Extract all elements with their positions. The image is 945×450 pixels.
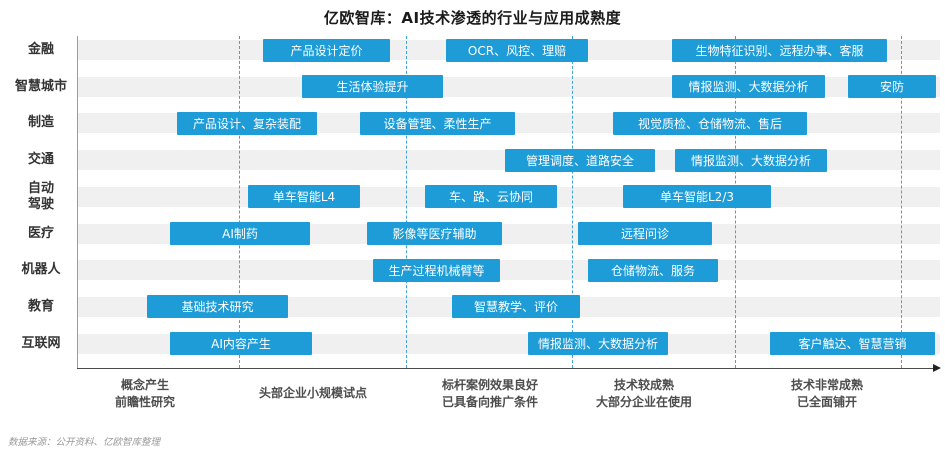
row-label: 互联网 (21, 335, 61, 351)
stage-gridline (406, 36, 407, 368)
stage-gridline (572, 36, 573, 368)
chart-title: 亿欧智库：AI技术渗透的行业与应用成熟度 (323, 9, 622, 27)
row-label: 自动 驾驶 (27, 180, 54, 212)
application-box: 产品设计、复杂装配 (177, 111, 317, 135)
stage-gridline (901, 36, 902, 368)
application-box: 视觉质检、仓储物流、售后 (613, 111, 807, 135)
stage-label: 标杆案例效果良好 已具备向推广条件 (441, 378, 539, 409)
application-box: 设备管理、柔性生产 (360, 111, 515, 135)
application-box: 基础技术研究 (147, 295, 288, 319)
application-box: 生物特征识别、远程办事、客服 (672, 38, 887, 62)
application-box: 产品设计定价 (263, 38, 390, 62)
row-label: 机器人 (21, 262, 61, 278)
row-label: 医疗 (27, 225, 54, 241)
application-box: 客户触达、智慧营销 (770, 332, 935, 356)
application-box: 智慧教学、评价 (452, 295, 580, 319)
stage-gridline (239, 36, 240, 368)
application-box: AI制药 (170, 222, 310, 245)
row-band (78, 260, 940, 281)
row-label: 交通 (27, 152, 54, 168)
application-box: 安防 (848, 75, 936, 99)
row-label: 教育 (27, 298, 54, 314)
row-label: 金融 (27, 42, 54, 57)
application-box: 情报监测、大数据分析 (528, 332, 668, 356)
application-box: 车、路、云协同 (425, 185, 557, 209)
application-box: 生产过程机械臂等 (373, 258, 500, 282)
row-label: 智慧城市 (14, 78, 67, 94)
stage-label: 概念产生 前瞻性研究 (114, 378, 176, 409)
y-axis-line (77, 36, 78, 368)
stage-label: 技术非常成熟 已全面铺开 (790, 378, 864, 409)
stage-label: 技术较成熟 大部分企业在使用 (595, 378, 693, 409)
x-axis-line (77, 368, 935, 369)
row-label: 制造 (27, 115, 54, 131)
x-axis-arrow-icon (933, 364, 941, 372)
application-box: 仓储物流、服务 (588, 258, 718, 282)
application-box: 生活体验提升 (302, 75, 443, 99)
application-box: 情报监测、大数据分析 (672, 75, 825, 99)
source-note: 数据来源：公开资料、亿欧智库整理 (8, 437, 161, 448)
application-box: 单车智能L4 (248, 185, 360, 209)
application-box: 影像等医疗辅助 (367, 222, 502, 245)
application-box: 远程问诊 (578, 222, 712, 245)
application-box: 单车智能L2/3 (623, 185, 771, 209)
application-box: AI内容产生 (170, 332, 312, 356)
application-box: 管理调度、道路安全 (505, 148, 655, 172)
application-box: OCR、风控、理赔 (446, 38, 588, 62)
stage-label: 头部企业小规模试点 (258, 386, 368, 400)
application-box: 情报监测、大数据分析 (675, 148, 827, 172)
